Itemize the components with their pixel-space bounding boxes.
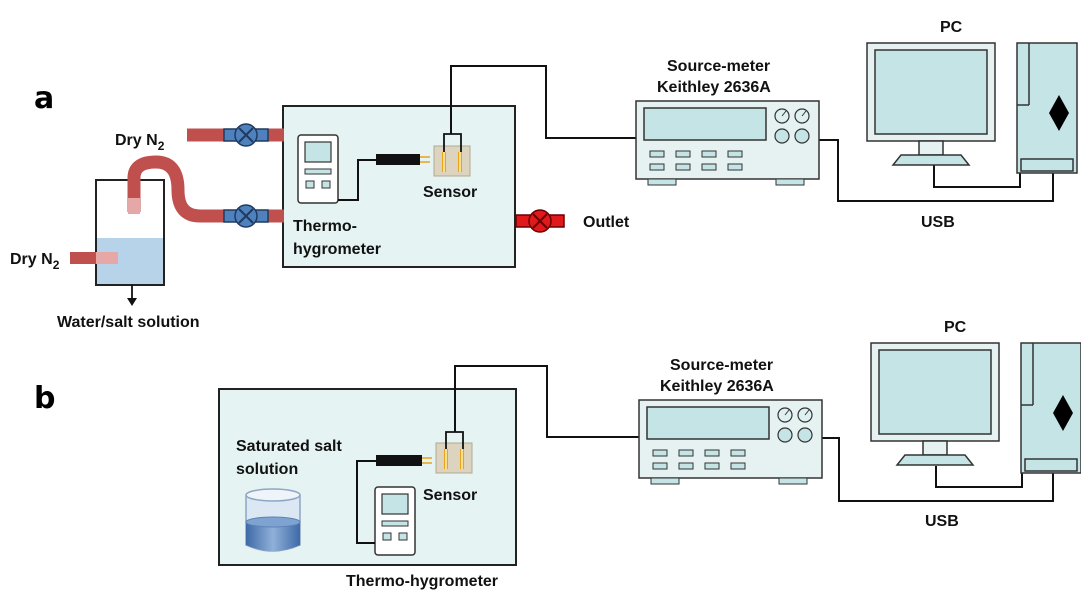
water-salt-label: Water/salt solution: [57, 314, 200, 331]
sourcemeter-b-label-line1: Source-meter: [670, 357, 773, 374]
hygrometer-b-cable: [356, 460, 378, 544]
pc-b-icon: [870, 342, 1081, 474]
sourcemeter-b-label-line2: Keithley 2636A: [660, 378, 774, 395]
thermo-hygrometer-a-icon: [297, 134, 339, 204]
salt-beaker-icon: [245, 488, 301, 552]
saturated-label-line2: solution: [236, 461, 298, 478]
sourcemeter-b-icon: [638, 399, 823, 485]
pc-a-label: PC: [940, 19, 963, 36]
sourcemeter-a-icon: [635, 100, 820, 186]
outlet-valve-icon[interactable]: [515, 209, 565, 233]
sourcemeter-a-label-line1: Source-meter: [667, 58, 770, 75]
pc-b-label: PC: [944, 319, 967, 336]
sensor-b-wire: [454, 365, 639, 438]
drain-arrow-head: [127, 298, 137, 306]
sourcemeter-a-label-line2: Keithley 2636A: [657, 79, 771, 96]
sensor-a-icon: [432, 144, 472, 178]
thermo-a-label-line2: hygrometer: [293, 241, 381, 258]
usb-b-cable: [822, 437, 1054, 502]
panel-a-letter: a: [34, 81, 54, 116]
panel-b-letter: b: [34, 381, 55, 416]
usb-a-label: USB: [921, 214, 955, 231]
inlet-valve-top-icon[interactable]: [223, 123, 269, 147]
hygrometer-b-probe: [376, 455, 422, 466]
pc-a-icon: [866, 42, 1078, 174]
sensor-a-wire: [450, 65, 636, 139]
dry-n2-top-label: Dry N2: [115, 132, 165, 153]
saturated-label-line1: Saturated salt: [236, 438, 342, 455]
outlet-label: Outlet: [583, 214, 630, 231]
thermo-a-label-line1: Thermo-: [293, 218, 357, 235]
sensor-b-icon: [434, 441, 474, 475]
dry-n2-left-label: Dry N2: [10, 251, 60, 272]
hygrometer-a-cable: [338, 159, 378, 201]
sensor-a-label: Sensor: [423, 184, 477, 201]
hygrometer-a-probe: [376, 154, 420, 165]
thermo-b-label: Thermo-hygrometer: [346, 573, 498, 590]
usb-b-label: USB: [925, 513, 959, 530]
usb-a-cable: [818, 139, 1054, 202]
inlet-valve-bottom-icon[interactable]: [223, 204, 269, 228]
sensor-b-label: Sensor: [423, 487, 477, 504]
thermo-hygrometer-b-icon: [374, 486, 416, 556]
